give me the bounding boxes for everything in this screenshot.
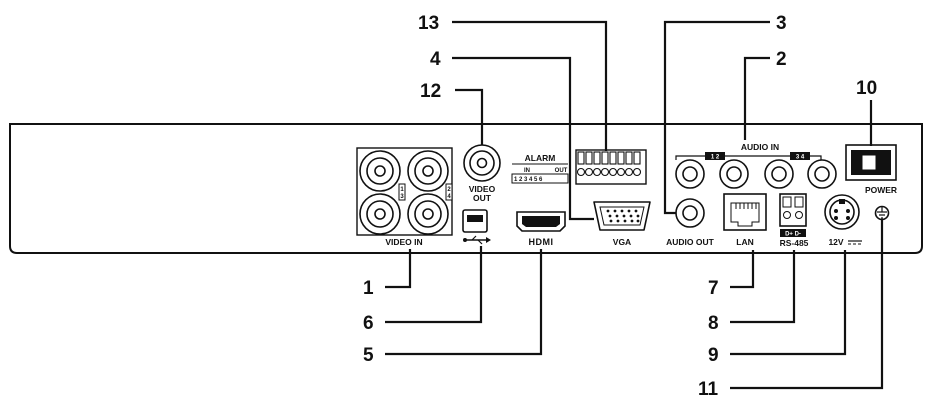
callout-13: 13 — [418, 13, 439, 34]
dc-12v-input: 12V — [824, 194, 862, 247]
usb-icon — [463, 235, 491, 245]
callout-9: 9 — [708, 345, 719, 366]
callout-8: 8 — [708, 313, 719, 334]
rs485-label: RS-485 — [780, 238, 809, 248]
video-out-bnc: VIDEO OUT — [463, 144, 501, 203]
power-switch: POWER — [845, 144, 897, 195]
video-out-label-line1: VIDEO — [469, 184, 496, 194]
alarm-in-label: IN — [524, 168, 530, 174]
alarm-block: ALARM IN OUT 1 2 3 4 5 6 — [511, 153, 569, 184]
audio-out-rca: AUDIO OUT — [666, 198, 715, 247]
audio-in-pair-a-label: 1 2 — [711, 155, 720, 161]
bnc-connector-2 — [407, 150, 449, 192]
bnc-connector-3 — [359, 193, 401, 235]
audio-out-label: AUDIO OUT — [666, 237, 715, 247]
audio-in-label: AUDIO IN — [741, 142, 779, 152]
dc-symbol-icon — [848, 240, 862, 245]
audio-in-rca-2 — [719, 159, 749, 189]
usb-port — [462, 209, 491, 245]
callout-6: 6 — [363, 313, 374, 334]
power-label: POWER — [865, 185, 897, 195]
callout-4: 4 — [430, 49, 441, 70]
video-out-label-line2: OUT — [473, 193, 492, 203]
video-in-channel-1-label: 1 — [400, 187, 404, 193]
video-in-bnc-group: 1 3 2 4 VIDEO IN — [356, 147, 453, 247]
audio-in-pair-b-label: 3 4 — [796, 155, 805, 161]
callout-5: 5 — [363, 345, 374, 366]
lan-port: LAN — [723, 193, 767, 247]
video-in-channel-4-label: 4 — [447, 194, 451, 200]
callout-2: 2 — [776, 49, 787, 70]
vga-label: VGA — [613, 237, 631, 247]
audio-in-rca-1 — [675, 159, 705, 189]
bnc-connector-1 — [359, 150, 401, 192]
alarm-in-numbers: 1 2 3 4 5 6 — [514, 177, 543, 183]
vga-port: VGA — [593, 201, 651, 247]
video-in-channel-2-label: 2 — [447, 187, 451, 193]
hdmi-port: HDMI — [516, 211, 566, 247]
callout-11: 11 — [698, 379, 719, 400]
power-12v-label: 12V — [828, 237, 843, 247]
callout-7: 7 — [708, 278, 719, 299]
video-in-label: VIDEO IN — [385, 237, 422, 247]
alarm-terminal-strip — [575, 149, 647, 185]
hdmi-label: HDMI — [529, 237, 554, 247]
callout-1: 1 — [363, 278, 374, 299]
alarm-out-label: OUT — [555, 168, 568, 174]
rs485-pins-label: D+ D- — [785, 232, 801, 238]
bnc-connector-4 — [407, 193, 449, 235]
callout-3: 3 — [776, 13, 787, 34]
rs485-terminal: D+ D- RS-485 — [779, 193, 809, 248]
video-in-channel-3-label: 3 — [400, 194, 404, 200]
alarm-label: ALARM — [525, 153, 556, 163]
callout-lines — [385, 20, 884, 390]
lan-label: LAN — [736, 237, 753, 247]
audio-in-rca-3 — [764, 159, 794, 189]
audio-in-rca-4 — [807, 159, 837, 189]
callout-12: 12 — [420, 81, 441, 102]
audio-in-group: AUDIO IN 1 2 3 4 — [675, 142, 837, 189]
ground-terminal-icon — [874, 205, 890, 221]
callout-10: 10 — [856, 78, 877, 99]
